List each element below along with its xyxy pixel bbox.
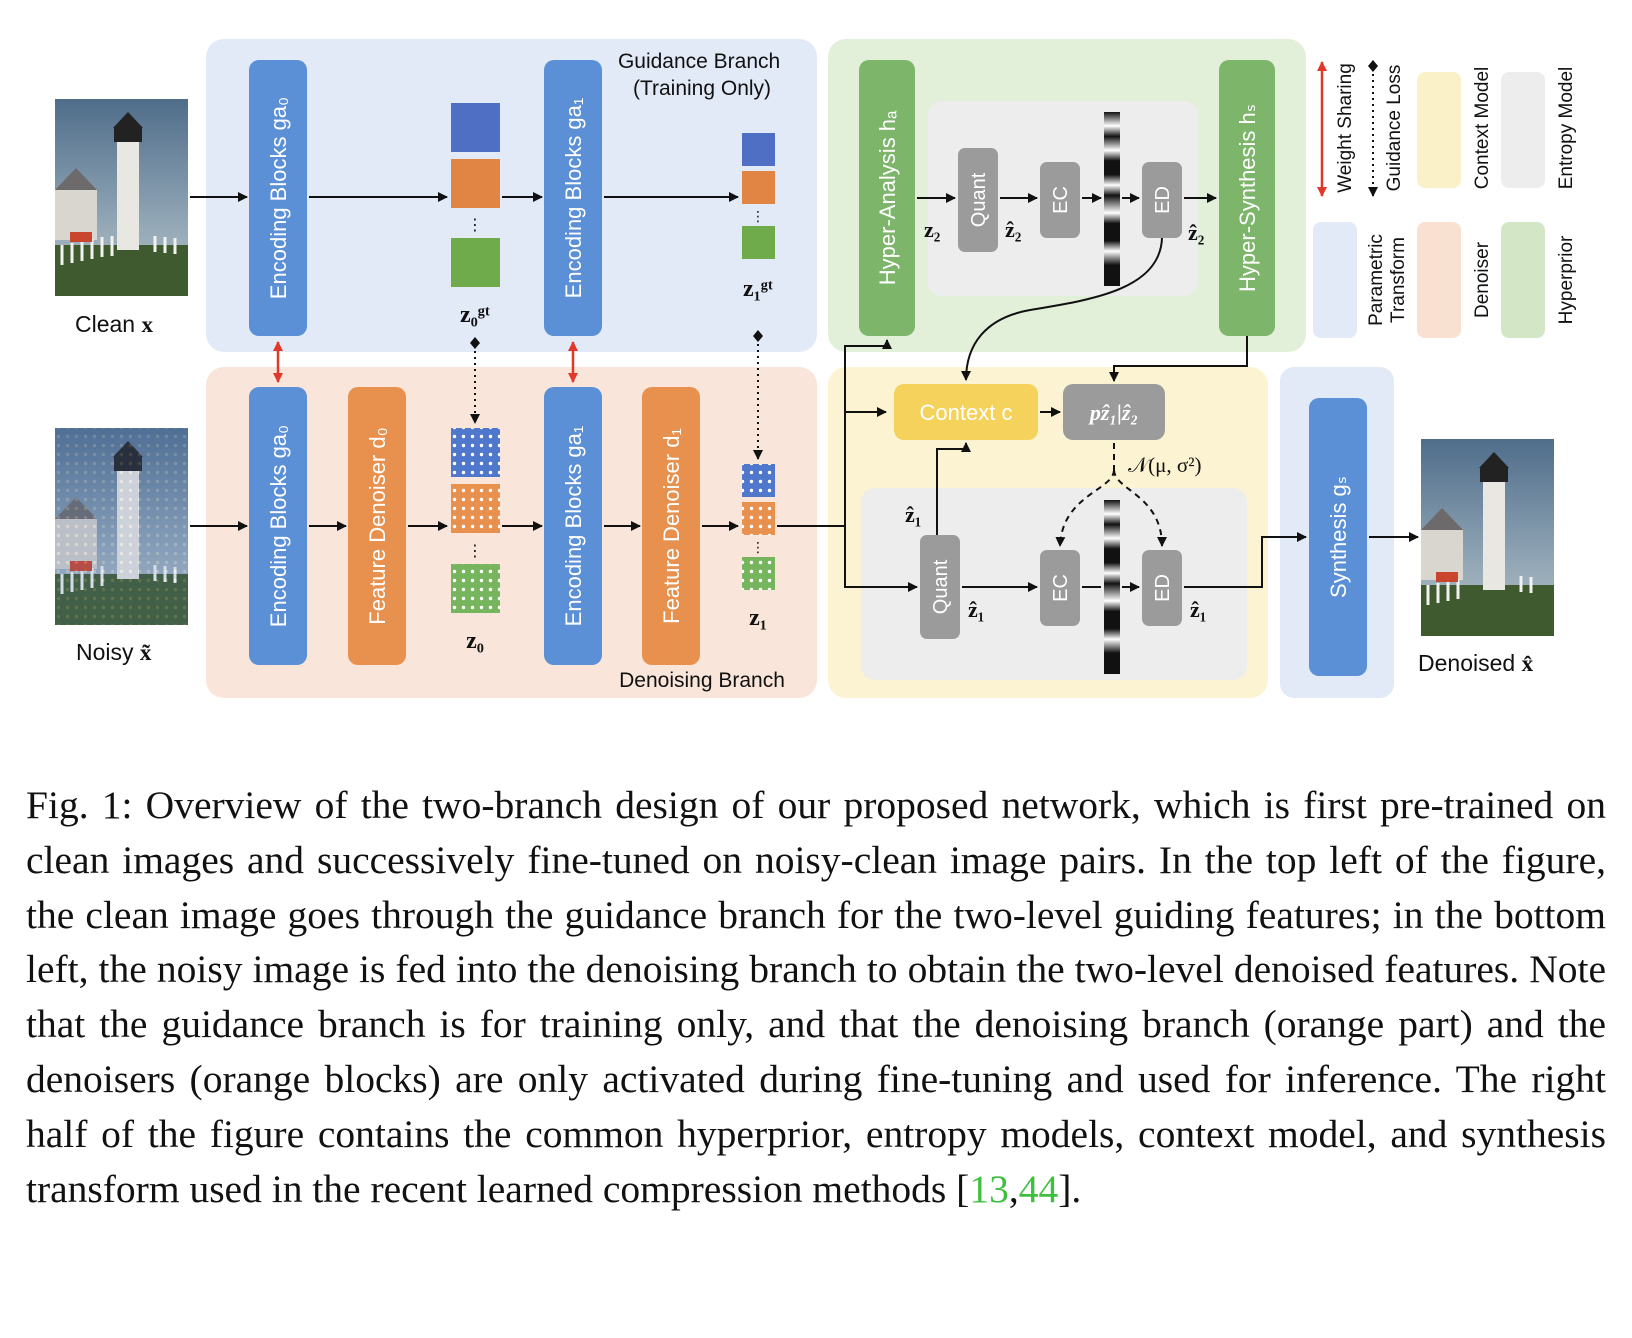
z2-label: z₂ — [924, 217, 941, 242]
svg-text:ED: ED — [1152, 574, 1174, 602]
gaussian-label: 𝒩(μ, σ²) — [1128, 453, 1201, 477]
encoding-block-ga1-top: Encoding Blocks ga₁ — [544, 60, 602, 336]
ed-block-bottom: ED — [1142, 550, 1182, 626]
encoding-block-ga0-bottom: Encoding Blocks ga₀ — [249, 387, 307, 665]
z1-hat-label-ed: ẑ₁ — [1190, 597, 1206, 622]
svg-text:Encoding Blocks ga₁: Encoding Blocks ga₁ — [561, 98, 586, 299]
svg-text:EC: EC — [1050, 574, 1072, 602]
guidance-loss-arrows — [470, 338, 763, 460]
encoding-block-ga0-top: Encoding Blocks ga₀ — [249, 60, 307, 336]
svg-text:⋮: ⋮ — [467, 543, 483, 560]
ec-block-top: EC — [1040, 162, 1080, 238]
svg-text:Hyperprior: Hyperprior — [1556, 235, 1577, 324]
guidance-loss-diamond-0 — [470, 337, 480, 349]
feature-stack-z0: ⋮ — [451, 428, 500, 613]
feature-denoiser-d0: Feature Denoiser d₀ — [348, 387, 406, 665]
z2-hat-label-quant: ẑ₂ — [1005, 217, 1022, 242]
svg-text:Encoding Blocks ga₁: Encoding Blocks ga₁ — [561, 426, 586, 627]
svg-text:Hyper-Analysis hₐ: Hyper-Analysis hₐ — [875, 110, 900, 285]
noisy-label: Noisy x̃ — [76, 639, 152, 665]
feature-stack-z1-gt: ⋮ — [742, 133, 775, 259]
z1-hat-label-context: ẑ₁ — [905, 502, 921, 527]
legend-weight-sharing: Weight Sharing — [1317, 61, 1356, 197]
svg-text:Parametric: Parametric — [1366, 234, 1387, 326]
svg-text:⋮: ⋮ — [751, 208, 765, 224]
svg-text:Hyper-Synthesis hₛ: Hyper-Synthesis hₛ — [1235, 104, 1260, 292]
hyper-synthesis-block: Hyper-Synthesis hₛ — [1219, 60, 1275, 336]
ec-block-bottom: EC — [1040, 550, 1080, 626]
quant-block-top: Quant — [958, 148, 998, 252]
svg-text:Weight Sharing: Weight Sharing — [1335, 63, 1356, 193]
citation-13[interactable]: 13 — [969, 1166, 1009, 1211]
svg-text:Quant: Quant — [968, 172, 990, 227]
svg-text:Context Model: Context Model — [1472, 67, 1493, 190]
clean-label: Clean x — [75, 311, 154, 337]
synthesis-block: Synthesis gₛ — [1309, 398, 1367, 676]
svg-text:Quant: Quant — [930, 559, 952, 614]
bitstream-top — [1104, 112, 1120, 286]
overview-figure: Guidance Branch (Training Only) Denoisin… — [55, 39, 1577, 698]
denoised-image — [1421, 439, 1554, 636]
feature-stack-z1: ⋮ — [742, 464, 775, 590]
legend-guidance-loss: Guidance Loss — [1368, 60, 1405, 197]
denoising-branch-title: Denoising Branch — [619, 669, 785, 692]
z1-label: z₁ — [749, 605, 767, 631]
svg-text:Guidance Loss: Guidance Loss — [1384, 65, 1405, 192]
ed-block-top: ED — [1142, 162, 1182, 238]
guidance-loss-diamond-1 — [753, 330, 763, 342]
svg-text:Encoding Blocks ga₀: Encoding Blocks ga₀ — [266, 425, 291, 627]
noisy-image — [55, 428, 188, 625]
figure-caption: Fig. 1: Overview of the two-branch desig… — [26, 783, 1606, 1211]
svg-text:Feature Denoiser d₁: Feature Denoiser d₁ — [659, 428, 684, 624]
z1-hat-label-quant: ẑ₁ — [968, 597, 984, 622]
svg-text:Synthesis gₛ: Synthesis gₛ — [1326, 476, 1351, 598]
weight-sharing-arrows — [273, 341, 578, 383]
z0-gt-label: z₀ᵍᵗ — [460, 302, 490, 328]
svg-text:Encoding Blocks ga₀: Encoding Blocks ga₀ — [266, 97, 291, 299]
svg-text:⋮: ⋮ — [751, 539, 765, 555]
svg-text:Entropy Model: Entropy Model — [1556, 67, 1577, 190]
svg-text:pẑ₁|ẑ₂: pẑ₁|ẑ₂ — [1088, 400, 1138, 425]
legend-denoiser: Denoiser — [1417, 222, 1493, 338]
gaussian-dashed-arrows — [1055, 443, 1167, 547]
svg-text:Transform: Transform — [1388, 237, 1409, 323]
bitstream-bottom — [1104, 500, 1120, 674]
z1-gt-label: z₁ᵍᵗ — [743, 276, 773, 302]
denoised-label: Denoised x̂ — [1418, 650, 1534, 676]
feature-stack-z0-gt: ⋮ — [451, 103, 500, 287]
svg-text:EC: EC — [1050, 186, 1072, 214]
encoding-block-ga1-bottom: Encoding Blocks ga₁ — [544, 387, 602, 665]
legend-hyperprior: Hyperprior — [1501, 222, 1577, 338]
legend-entropy-model: Entropy Model — [1501, 67, 1577, 190]
hyper-analysis-block: Hyper-Analysis hₐ — [859, 60, 915, 336]
guidance-branch-title: Guidance Branch (Training Only) — [618, 50, 786, 100]
probability-block: pẑ₁|ẑ₂ — [1063, 384, 1165, 440]
z2-hat-label-ed: ẑ₂ — [1188, 220, 1205, 245]
clean-image — [55, 99, 188, 296]
feature-denoiser-d1: Feature Denoiser d₁ — [642, 387, 700, 665]
svg-text:Denoiser: Denoiser — [1472, 241, 1493, 318]
z0-label: z₀ — [466, 628, 484, 654]
svg-text:Context c: Context c — [920, 400, 1013, 425]
citation-44[interactable]: 44 — [1018, 1166, 1059, 1211]
legend-context-model: Context Model — [1417, 67, 1493, 190]
guidance-branch-panel — [206, 39, 817, 352]
legend-parametric-transform: Parametric Transform — [1313, 222, 1409, 338]
svg-text:Feature Denoiser d₀: Feature Denoiser d₀ — [365, 427, 390, 624]
context-block: Context c — [894, 384, 1038, 440]
legend: Weight Sharing Guidance Loss Context Mod… — [1313, 60, 1577, 338]
quant-block-bottom: Quant — [920, 535, 960, 639]
svg-text:ED: ED — [1152, 186, 1174, 214]
svg-text:⋮: ⋮ — [467, 217, 483, 234]
right-connections — [777, 237, 1419, 592]
